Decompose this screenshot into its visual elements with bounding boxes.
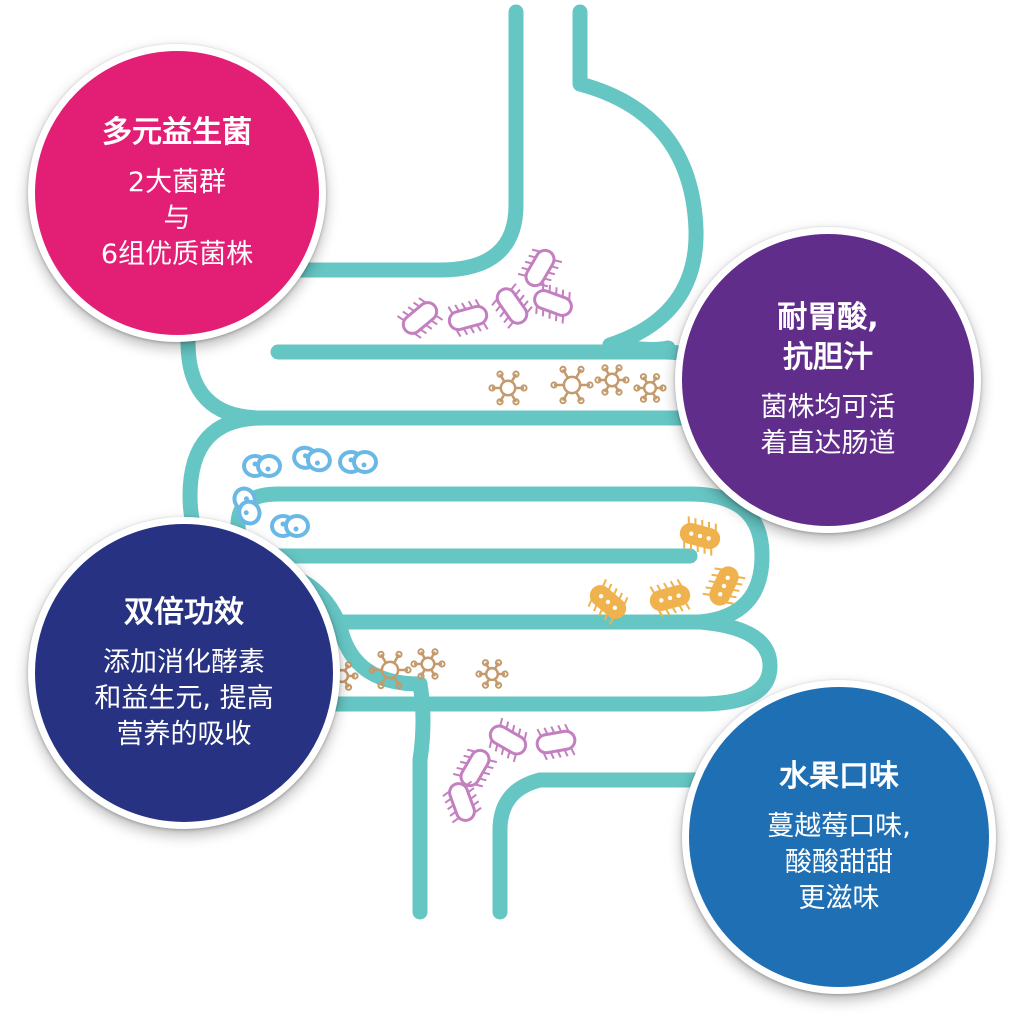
bacterium-blue xyxy=(232,486,262,526)
acid-title-line-1: 耐胃酸, xyxy=(777,300,879,335)
acid-title-line-2: 抗胆汁 xyxy=(783,340,873,375)
bacterium-yellow xyxy=(587,579,629,625)
intestine-right-loop-2 xyxy=(682,486,770,630)
double-effect-badge: 双倍功效 添加消化酵素 和益生元, 提高 营养的吸收 xyxy=(28,517,340,829)
double-line-2: 和益生元, 提高 xyxy=(94,683,274,714)
double-line-1: 添加消化酵素 xyxy=(103,647,265,678)
rectum-left-wall xyxy=(412,676,431,920)
bacterium-pink xyxy=(535,723,577,761)
bacterium-brown xyxy=(368,650,412,690)
flavor-line-1: 蔓越莓口味, xyxy=(767,811,911,842)
probiotics-badge: 多元益生菌 2大菌群 与 6组优质菌株 xyxy=(28,44,326,342)
probiotics-title: 多元益生菌 xyxy=(102,115,252,150)
double-title: 双倍功效 xyxy=(124,595,244,630)
bacterium-pink xyxy=(447,298,489,338)
stomach-outer-wall xyxy=(572,4,704,353)
bacterium-blue xyxy=(242,454,282,478)
bacterium-brown xyxy=(633,373,667,403)
bacterium-pink xyxy=(517,248,563,288)
bacterium-brown xyxy=(410,648,446,680)
fruit-flavor-badge: 水果口味 蔓越莓口味, 酸酸甜甜 更滋味 xyxy=(682,680,996,994)
bacterium-yellow xyxy=(702,566,746,606)
probiotics-line-2: 与 xyxy=(163,203,191,234)
bacterium-blue xyxy=(270,514,310,538)
bacterium-brown xyxy=(594,364,630,396)
bacterium-yellow xyxy=(679,516,721,556)
acid-line-1: 菌株均可活 xyxy=(760,392,896,423)
bacterium-pink xyxy=(442,780,482,824)
bacterium-brown xyxy=(475,659,509,689)
acid-line-2: 着直达肠道 xyxy=(760,428,896,459)
bacterium-pink xyxy=(491,283,533,329)
bacterium-blue xyxy=(338,450,378,474)
bacterium-pink xyxy=(488,717,528,763)
bacterium-pink xyxy=(533,282,573,324)
probiotics-line-3: 6组优质菌株 xyxy=(100,239,254,270)
bacterium-brown xyxy=(550,365,594,405)
flavor-line-2: 酸酸甜甜 xyxy=(785,847,893,878)
bacterium-brown xyxy=(488,370,528,406)
flavor-title: 水果口味 xyxy=(779,759,899,794)
bacterium-pink xyxy=(452,748,498,788)
flavor-line-3: 更滋味 xyxy=(798,883,880,914)
rectum-right-wall xyxy=(492,772,548,920)
stomach-inner-wall xyxy=(254,4,524,278)
bacterium-yellow xyxy=(649,578,691,618)
acid-resistance-badge: 耐胃酸, 抗胆汁 菌株均可活 着直达肠道 xyxy=(675,227,981,533)
double-line-3: 营养的吸收 xyxy=(116,719,252,750)
bacterium-pink xyxy=(396,297,444,339)
intestine-right-loop-3 xyxy=(692,614,778,712)
probiotics-line-1: 2大菌群 xyxy=(127,167,227,198)
bacterium-blue xyxy=(292,445,332,473)
